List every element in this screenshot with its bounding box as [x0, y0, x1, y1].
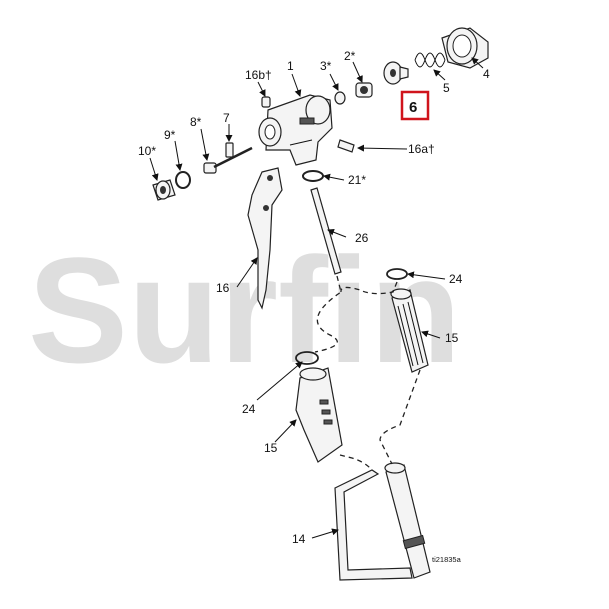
leader-lines [149, 57, 484, 539]
label-part-1: 1 [287, 59, 294, 73]
label-part-21: 21* [348, 173, 366, 187]
highlight-border [400, 90, 430, 121]
assembly-line-c [379, 369, 421, 465]
label-part-2: 2* [344, 49, 356, 63]
part-8-needle [203, 146, 253, 174]
part-1-gun-body [258, 94, 333, 166]
part-3-washer [334, 91, 346, 105]
label-part-10: 10* [138, 144, 156, 158]
highlight-box-part-6: 6 [400, 90, 430, 121]
label-part-7: 7 [223, 111, 230, 125]
part-24-oring-upper [386, 268, 408, 280]
drawing-code: ti21835a [432, 555, 462, 564]
part-7-screw [225, 142, 234, 158]
part-15-grip-upper [390, 288, 429, 373]
label-part-3: 3* [320, 59, 332, 73]
label-part-14: 14 [292, 532, 306, 546]
label-part-26: 26 [355, 231, 369, 245]
label-part-24a: 24 [449, 272, 463, 286]
part-16a-pin [337, 139, 355, 153]
label-part-4: 4 [483, 67, 490, 81]
part-4-nut [441, 27, 489, 69]
part-24-oring-lower [295, 351, 319, 365]
part-9-oring [175, 171, 191, 189]
label-part-6: 6 [409, 99, 417, 116]
swivel-fitting [384, 462, 431, 579]
part-14-guard [334, 469, 413, 581]
assembly-line-b [340, 281, 398, 295]
assembly-line-a [314, 275, 342, 353]
part-6-washer [383, 61, 409, 85]
label-part-15a: 15 [445, 331, 459, 345]
part-2-fitting [355, 82, 373, 98]
part-5-spring [414, 52, 446, 68]
part-16b-pin [261, 96, 271, 108]
label-part-9: 9* [164, 128, 176, 142]
label-part-15b: 15 [264, 441, 278, 455]
label-part-8: 8* [190, 115, 202, 129]
part-15-grip-lower [295, 367, 343, 463]
part-21-oring [302, 170, 324, 182]
part-10-cap [152, 179, 176, 201]
watermark-text: Surfin [28, 226, 461, 394]
label-part-24b: 24 [242, 402, 256, 416]
part-26-tube [310, 187, 342, 275]
part-16-trigger [247, 167, 283, 310]
assembly-line-d [339, 454, 373, 471]
label-part-16: 16 [216, 281, 230, 295]
label-part-16b: 16b† [245, 68, 272, 82]
label-part-16a: 16a† [408, 142, 435, 156]
label-part-5: 5 [443, 81, 450, 95]
